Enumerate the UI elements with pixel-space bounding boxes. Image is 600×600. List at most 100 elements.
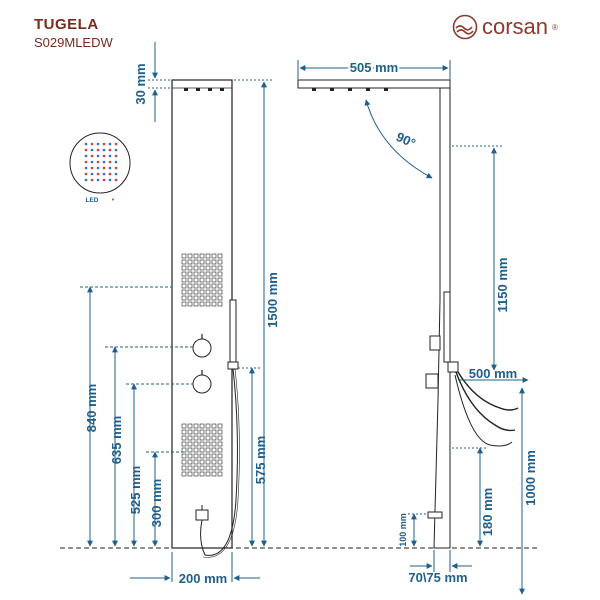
jet-nozzle [193,289,199,295]
led-head-circle [69,132,131,194]
led-detail: LED • [69,132,131,204]
side-knob-lower [425,373,439,389]
jet-nozzle [211,289,217,295]
led-label: LED [86,197,99,204]
jet-nozzle [199,459,205,465]
jet-nozzle [181,441,187,447]
led-dot [90,178,94,182]
jet-nozzle [181,459,187,465]
jet-nozzle [217,277,223,283]
jet-nozzle [199,295,205,301]
jet-nozzle [217,271,223,277]
led-dot [108,160,112,164]
jet-nozzle [217,259,223,265]
jet-nozzle [193,265,199,271]
jet-nozzle [199,429,205,435]
jet-nozzle [193,447,199,453]
front-dimensions [80,42,272,582]
jet-nozzle [187,471,193,477]
jet-nozzle [205,271,211,277]
jet-nozzle [217,441,223,447]
dim-635: 635 mm [109,416,124,464]
led-dots [84,142,118,182]
jet-nozzle [187,459,193,465]
jet-nozzle [205,295,211,301]
jet-nozzle [205,259,211,265]
led-dot [84,178,88,182]
jet-nozzle [187,283,193,289]
jet-nozzle [187,453,193,459]
jet-nozzle [211,435,217,441]
dim-300: 300 mm [149,479,164,527]
jet-nozzle [181,453,187,459]
jet-nozzle [211,465,217,471]
jet-nozzle [211,447,217,453]
product-model: S029MLEDW [34,35,113,50]
led-dot [108,172,112,176]
led-dot [108,142,112,146]
side-outlet [427,511,443,519]
jet-nozzle [199,277,205,283]
jet-nozzle [205,447,211,453]
led-dot [114,166,118,170]
top-arm [297,79,451,89]
jet-nozzle [199,471,205,477]
jet-nozzle [211,259,217,265]
jet-nozzle [187,265,193,271]
led-dot [114,178,118,182]
side-panel-profile [433,87,451,549]
jet-nozzle [217,265,223,271]
jet-nozzle [211,265,217,271]
jet-nozzle [211,429,217,435]
jet-nozzle [181,271,187,277]
dim-1000: 1000 mm [523,450,538,506]
led-dot [96,178,100,182]
side-slider [447,361,459,373]
jet-nozzle [217,471,223,477]
jet-nozzle [217,301,223,307]
led-dot [114,172,118,176]
led-dot [96,172,100,176]
dim-840: 840 mm [84,384,99,432]
led-dot [114,154,118,158]
jet-nozzle [205,453,211,459]
led-dot [90,148,94,152]
brand-logo: corsan ® [452,14,558,40]
jet-nozzle [193,441,199,447]
dim-1150: 1150 mm [495,258,510,313]
jet-nozzle [211,253,217,259]
jet-nozzle [205,283,211,289]
upper-control-knob [192,338,212,358]
jet-nozzle [199,453,205,459]
led-dot [102,154,106,158]
jet-nozzle [205,459,211,465]
jet-nozzle [199,283,205,289]
jet-nozzle [181,277,187,283]
jet-nozzle [181,301,187,307]
brand-wave-icon [452,14,478,40]
led-dot [102,172,106,176]
led-dot [114,160,118,164]
shower-hose [200,368,238,556]
led-dot [96,154,100,158]
jet-nozzle [181,259,187,265]
jet-nozzle [211,295,217,301]
lower-control-knob [192,374,212,394]
dim-30: 30 mm [133,63,148,104]
jet-nozzle [199,465,205,471]
jet-nozzle [217,429,223,435]
brand-name: corsan [482,14,549,39]
led-dot [114,148,118,152]
dim-100: 100 mm [398,513,408,547]
jet-nozzle [217,423,223,429]
brand-registered-mark: ® [552,22,558,32]
jet-nozzle [205,253,211,259]
jet-nozzle [217,283,223,289]
jet-nozzle [217,447,223,453]
led-dot [108,148,112,152]
side-hose-2 [457,371,519,411]
jet-nozzle [217,295,223,301]
jet-nozzle [217,465,223,471]
jet-nozzle [211,423,217,429]
side-dimension-labels: 505 mm 90° 1150 mm 500 mm 1000 mm 180 mm… [348,58,538,585]
